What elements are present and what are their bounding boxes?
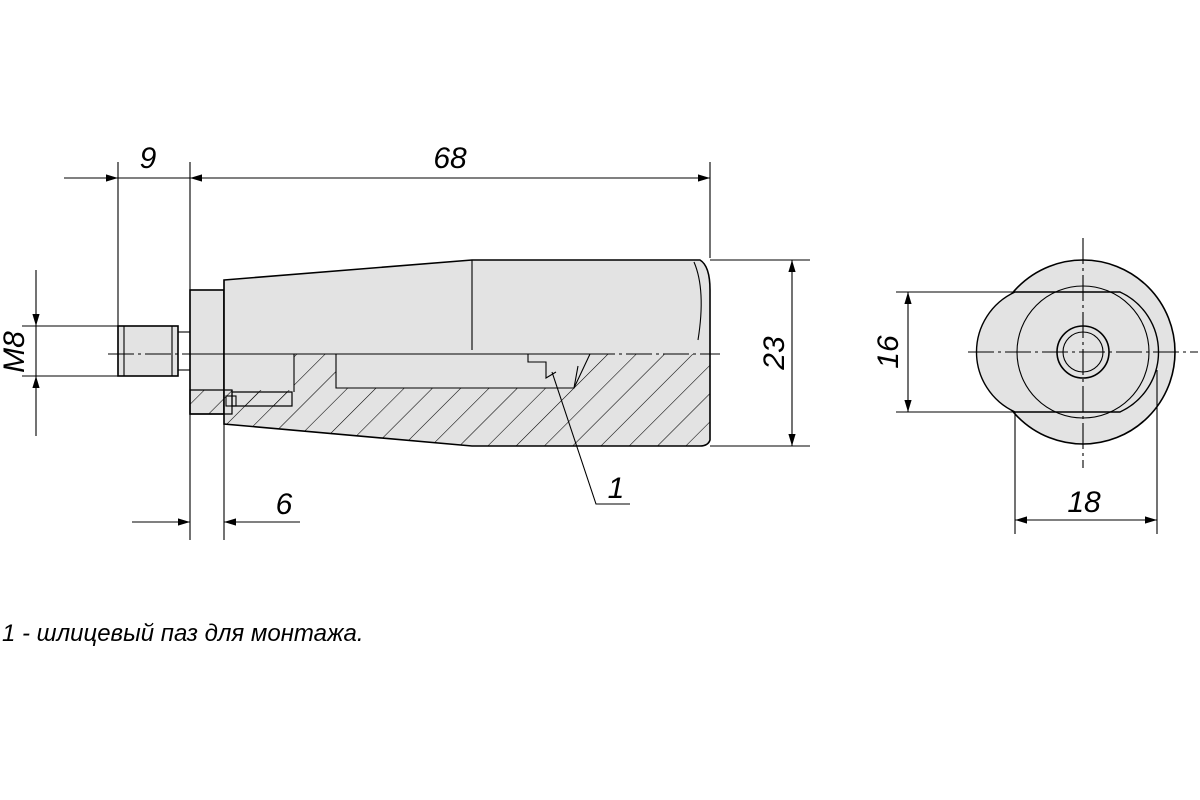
dim-label-recess-depth: 6 [276, 488, 293, 521]
dim-label-body-length: 68 [433, 142, 467, 175]
dim-label-end-inner: 16 [872, 335, 905, 369]
dim-label-thread: M8 [0, 331, 31, 373]
end-view: 16 18 [872, 238, 1198, 534]
legend-note: 1 - шлицевый паз для монтажа. [2, 620, 364, 647]
section-hatch [224, 354, 710, 446]
callout-leader [551, 371, 630, 505]
dim-label-diameter: 23 [758, 336, 791, 371]
callout-label: 1 [608, 472, 625, 505]
dim-label-shaft-length: 9 [140, 142, 157, 175]
threaded-stud [117, 325, 179, 377]
dim-label-end-outer: 18 [1067, 486, 1101, 519]
side-view: 9 68 23 M8 6 1 [0, 142, 810, 540]
